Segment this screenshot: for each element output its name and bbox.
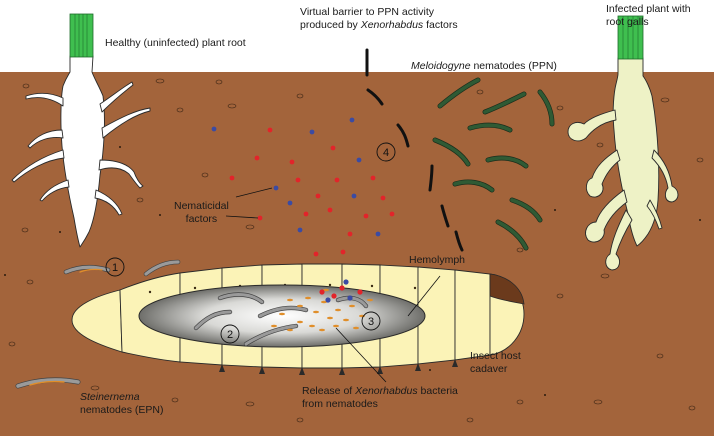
nematicidal-factors-label: Nematicidal factors — [174, 200, 229, 226]
step-circle — [376, 142, 396, 162]
larva-legs — [219, 359, 458, 375]
epn-nematodes-in-soil — [15, 259, 181, 389]
barrier-text: produced by — [300, 19, 361, 31]
stem-lines — [74, 14, 88, 57]
virtual-barrier-line2: produced by Xenorhabdus factors — [300, 19, 458, 32]
epn-label: Steinernema nematodes (EPN) — [80, 391, 163, 417]
hemolymph-label: Hemolymph — [409, 254, 466, 266]
ppn-nematodes — [432, 77, 555, 251]
virtual-barrier-line1: Virtual barrier to PPN activity — [300, 6, 435, 18]
infected-plant-stem — [617, 15, 644, 60]
infected-line1: Infected plant with — [606, 3, 691, 15]
step-label: 3 — [368, 316, 374, 328]
step-circle — [220, 324, 240, 344]
barrier-text-end: factors — [423, 19, 458, 31]
step-label: 2 — [227, 329, 233, 341]
step-markers: 1 2 3 4 — [105, 142, 396, 344]
factors-in-host — [319, 279, 363, 303]
insect-host-cadaver-label: Insect host cadaver — [470, 350, 521, 376]
leader-lines — [225, 187, 441, 383]
barrier-genus: Xenorhabdus — [360, 19, 424, 31]
nematicidal-line2: factors — [185, 213, 218, 225]
epn-nematodes-in-host — [193, 292, 369, 347]
hemolymph-cavity — [138, 284, 426, 348]
nematicidal-line1: Nematicidal — [174, 200, 229, 212]
xenorhabdus-bacteria — [271, 288, 373, 332]
virtual-barrier — [365, 48, 464, 252]
step-label: 1 — [112, 262, 118, 274]
release-genus: Xenorhabdus — [355, 385, 418, 397]
healthy-plant-stem — [69, 13, 94, 58]
ppn-label: Meloidogyne nematodes (PPN) — [411, 60, 557, 73]
ppn-genus: Meloidogyne — [411, 60, 471, 72]
cadaver-line2: cadaver — [470, 363, 508, 375]
virtual-barrier-label: Virtual barrier to PPN activity produced… — [300, 6, 458, 32]
cadaver-line1: Insect host — [470, 350, 521, 362]
healthy-root-label: Healthy (uninfected) plant root — [105, 37, 246, 49]
soil-specks — [4, 146, 701, 396]
release-line2: from nematodes — [302, 398, 378, 410]
soil — [0, 72, 714, 436]
ppn-text: nematodes (PPN) — [470, 60, 557, 72]
step-circle — [105, 257, 125, 277]
infected-plant-root — [567, 57, 679, 271]
bacteria-release-label: Release of Xenorhabdus bacteria from nem… — [302, 385, 458, 411]
step-circle — [361, 311, 381, 331]
healthy-plant-root — [11, 55, 151, 248]
larva-head — [489, 273, 525, 305]
infected-stem-lines — [622, 16, 639, 59]
epn-genus: Steinernema — [80, 391, 140, 403]
release-line1: Release of Xenorhabdus bacteria — [302, 385, 458, 398]
step-label: 4 — [383, 147, 389, 159]
epn-line2: nematodes (EPN) — [80, 404, 164, 416]
release-text: Release of — [302, 385, 356, 397]
infected-plant-label: Infected plant with root galls — [606, 3, 691, 29]
release-text-end: bacteria — [417, 385, 458, 397]
infected-line2: root galls — [606, 16, 649, 28]
soil-pebbles — [8, 78, 704, 423]
